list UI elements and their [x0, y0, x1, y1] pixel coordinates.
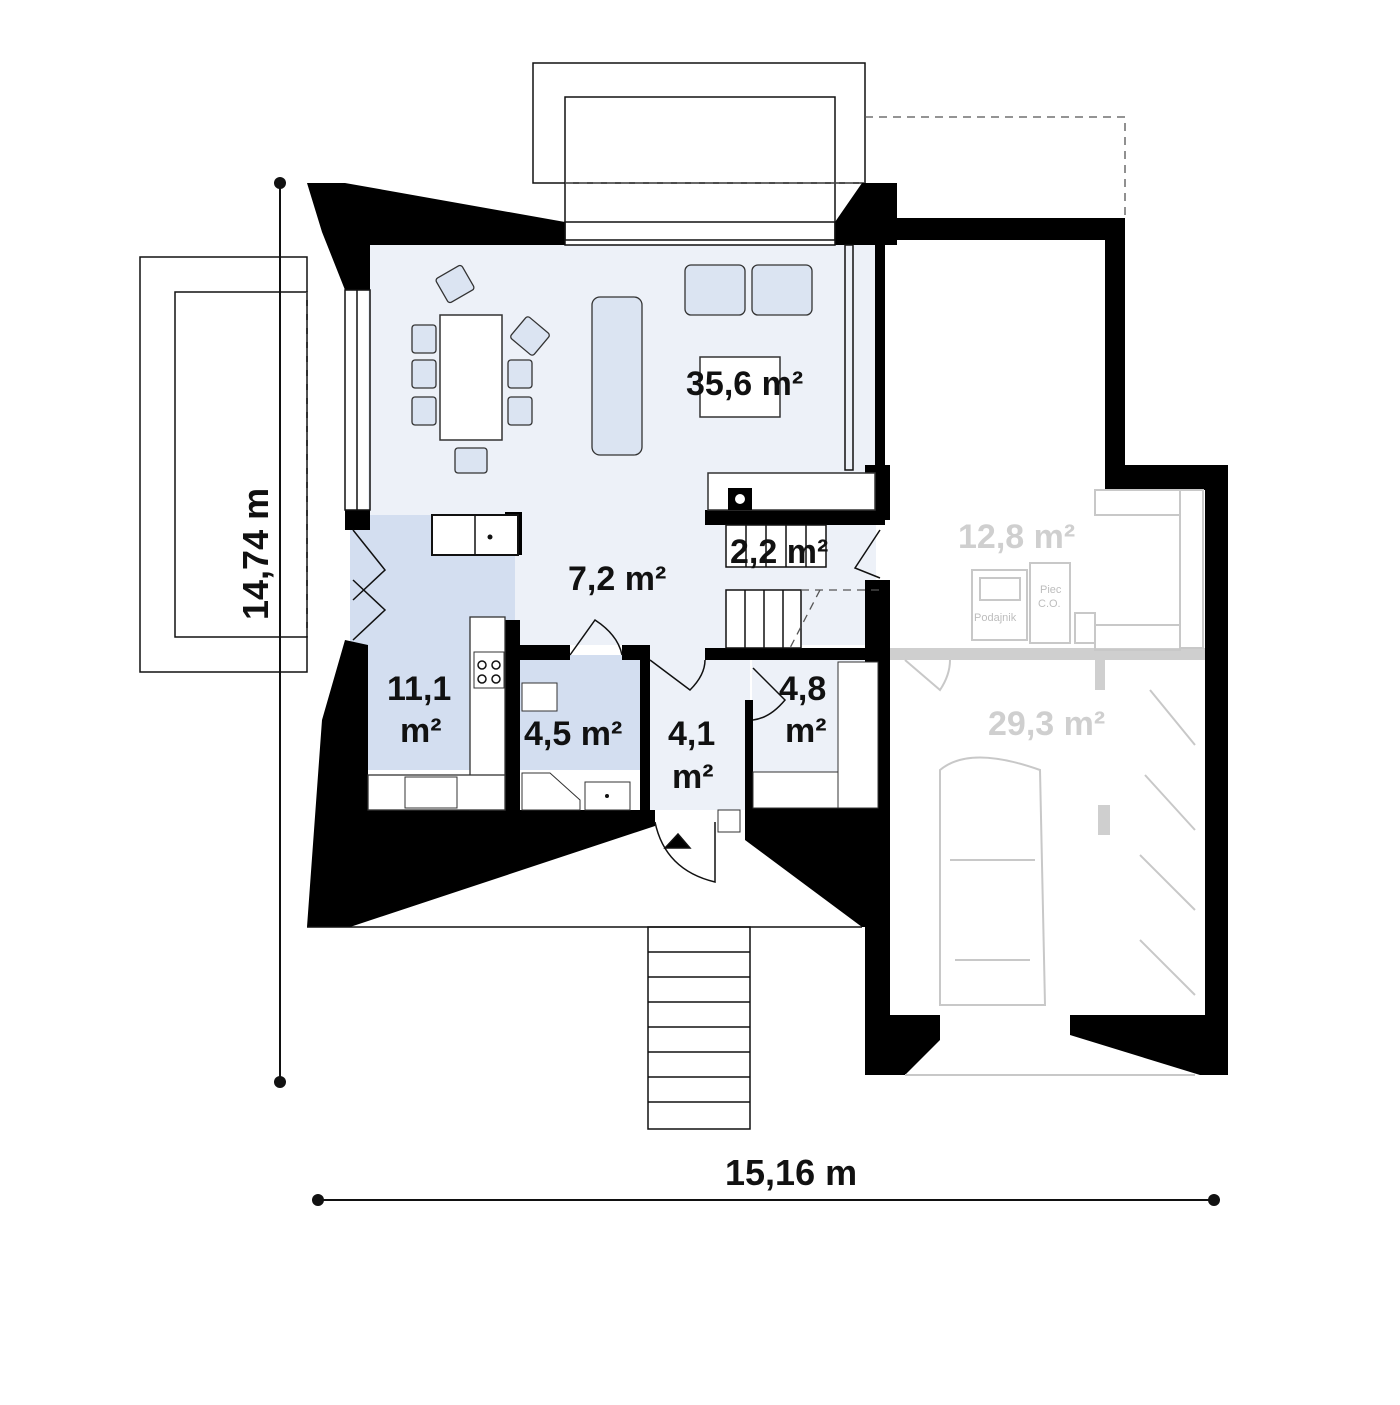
room-area-garage: 29,3 m²: [988, 705, 1105, 743]
doors: [352, 529, 881, 883]
room-area-kitchen-1: 11,1: [387, 670, 451, 708]
room-area-wardrobe-1: 4,8: [779, 670, 826, 708]
room-area-entry-2: m²: [672, 758, 714, 796]
width-dimension-label: 15,16 m: [725, 1152, 857, 1193]
furnace-label-1: Piec: [1040, 584, 1062, 596]
bathroom-floor: [520, 655, 640, 770]
dimension-width: 15,16 m: [312, 1152, 1220, 1206]
room-area-hall: 7,2 m²: [568, 560, 666, 598]
height-dimension-label: 14,74 m: [235, 488, 276, 620]
room-area-entry-1: 4,1: [668, 715, 715, 753]
entrance-steps: [307, 926, 862, 1130]
room-area-living: 35,6 m²: [686, 365, 803, 403]
room-area-bathroom: 4,5 m²: [524, 715, 622, 753]
room-area-kitchen-2: m²: [400, 712, 442, 750]
terrace-outlines: [139, 62, 1126, 673]
staircase: [725, 524, 880, 649]
room-area-stairs: 2,2 m²: [730, 533, 828, 571]
garage-annex: [890, 489, 1205, 1076]
walls: [307, 183, 1228, 1075]
furniture: [367, 264, 879, 833]
room-area-boiler: 12,8 m²: [958, 518, 1075, 556]
feeder-label: Podajnik: [974, 612, 1017, 624]
room-area-wardrobe-2: m²: [785, 712, 827, 750]
dimension-height: 14,74 m: [235, 177, 286, 1088]
furnace-label-2: C.O.: [1038, 598, 1061, 610]
